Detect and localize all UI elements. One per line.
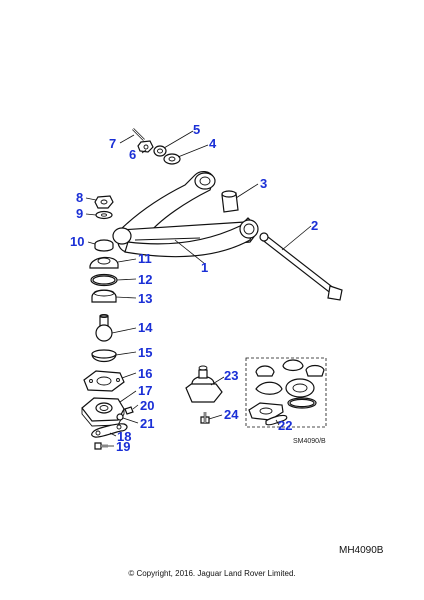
washer-5 [153, 145, 167, 157]
callout-4: 4 [209, 136, 217, 151]
fulcrum-shaft [259, 232, 343, 301]
figure-code: MH4090B [339, 545, 384, 556]
callout-13: 13 [138, 291, 152, 306]
grease-nipple-20 [124, 406, 134, 415]
callout-23: 23 [224, 368, 238, 383]
callout-7: 7 [109, 136, 116, 151]
callout-11: 11 [138, 251, 152, 266]
lock-plate-18 [91, 423, 128, 438]
callout-24: 24 [224, 407, 239, 422]
circlip-12 [90, 273, 118, 287]
callout-16: 16 [138, 366, 152, 381]
washer-4 [163, 153, 181, 165]
callout-3: 3 [260, 176, 267, 191]
callout-10: 10 [70, 234, 84, 249]
callout-18: 18 [117, 429, 131, 444]
ball-joint-assembly-23 [185, 365, 223, 403]
callout-8: 8 [76, 190, 83, 205]
collar-10 [94, 239, 114, 252]
washer-21 [116, 413, 124, 421]
callout-21: 21 [140, 416, 154, 431]
callout-2: 2 [311, 218, 318, 233]
ball-pin-14 [95, 314, 113, 342]
callout-12: 12 [138, 272, 152, 287]
callout-5: 5 [193, 122, 200, 137]
callout-17: 17 [138, 383, 152, 398]
ball-seat-15 [91, 349, 117, 363]
housing-17 [81, 397, 125, 427]
leader-lines [85, 130, 312, 447]
callout-22: 22 [278, 418, 292, 433]
callout-14: 14 [138, 320, 153, 335]
nut-6 [137, 140, 154, 153]
nut-8 [94, 195, 114, 209]
bolt-24 [200, 412, 210, 424]
bush [221, 190, 239, 213]
boot-11 [89, 256, 119, 269]
wishbone-arm [112, 171, 259, 258]
socket-cap-13 [91, 289, 117, 303]
washer-9 [95, 210, 113, 220]
copyright-notice: © Copyright, 2016. Jaguar Land Rover Lim… [128, 569, 296, 578]
callout-9: 9 [76, 206, 83, 221]
callout-1: 1 [201, 260, 208, 275]
callout-20: 20 [140, 398, 154, 413]
repair-kit-22 [245, 357, 327, 428]
reference-code: SM4090/B [293, 438, 326, 445]
gasket-16 [83, 370, 125, 392]
callout-19: 19 [116, 439, 130, 454]
callout-6: 6 [129, 147, 136, 162]
bolt-19 [94, 442, 108, 450]
callout-labels: 1 2 3 4 5 6 7 8 9 10 11 12 13 14 15 16 1… [70, 122, 318, 454]
split-pin-7 [132, 128, 145, 141]
callout-15: 15 [138, 345, 152, 360]
